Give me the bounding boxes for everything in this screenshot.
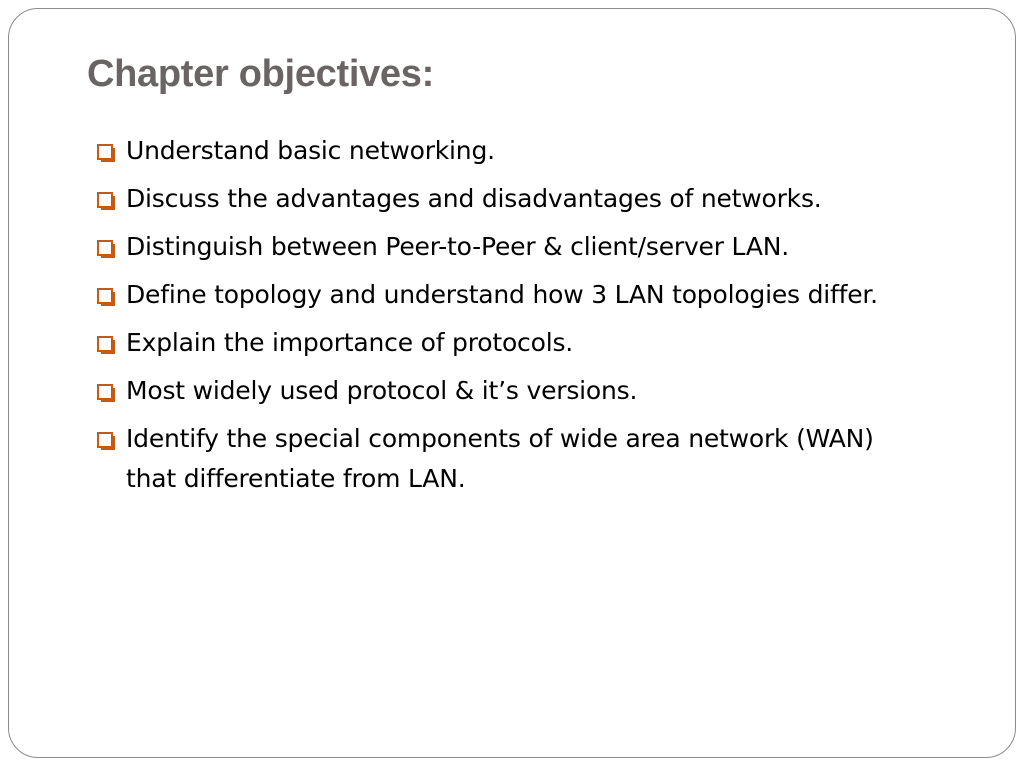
- checkbox-bullet-icon: [97, 288, 115, 306]
- objective-text: Distinguish between Peer-to-Peer & clien…: [126, 232, 790, 261]
- checkbox-bullet-icon: [97, 384, 115, 402]
- objectives-list: Understand basic networking. Discuss the…: [97, 131, 917, 507]
- objective-item: Explain the importance of protocols.: [97, 323, 917, 363]
- objective-item: Distinguish between Peer-to-Peer & clien…: [97, 227, 917, 267]
- checkbox-bullet-icon: [97, 336, 115, 354]
- slide-title: Chapter objectives:: [87, 53, 434, 95]
- checkbox-bullet-icon: [97, 240, 115, 258]
- objective-item: Understand basic networking.: [97, 131, 917, 171]
- objective-item: Most widely used protocol & it’s version…: [97, 371, 917, 411]
- checkbox-bullet-icon: [97, 432, 115, 450]
- objective-text: Identify the special components of wide …: [126, 424, 874, 493]
- objective-text: Discuss the advantages and disadvantages…: [126, 184, 822, 213]
- slide-frame: [8, 8, 1016, 758]
- checkbox-bullet-icon: [97, 192, 115, 210]
- objective-item: Discuss the advantages and disadvantages…: [97, 179, 917, 219]
- objective-text: Explain the importance of protocols.: [126, 328, 574, 357]
- objective-text: Most widely used protocol & it’s version…: [126, 376, 638, 405]
- objective-item: Define topology and understand how 3 LAN…: [97, 275, 917, 315]
- objective-text: Define topology and understand how 3 LAN…: [126, 280, 878, 309]
- objective-item: Identify the special components of wide …: [97, 419, 917, 499]
- objective-text: Understand basic networking.: [126, 136, 495, 165]
- checkbox-bullet-icon: [97, 144, 115, 162]
